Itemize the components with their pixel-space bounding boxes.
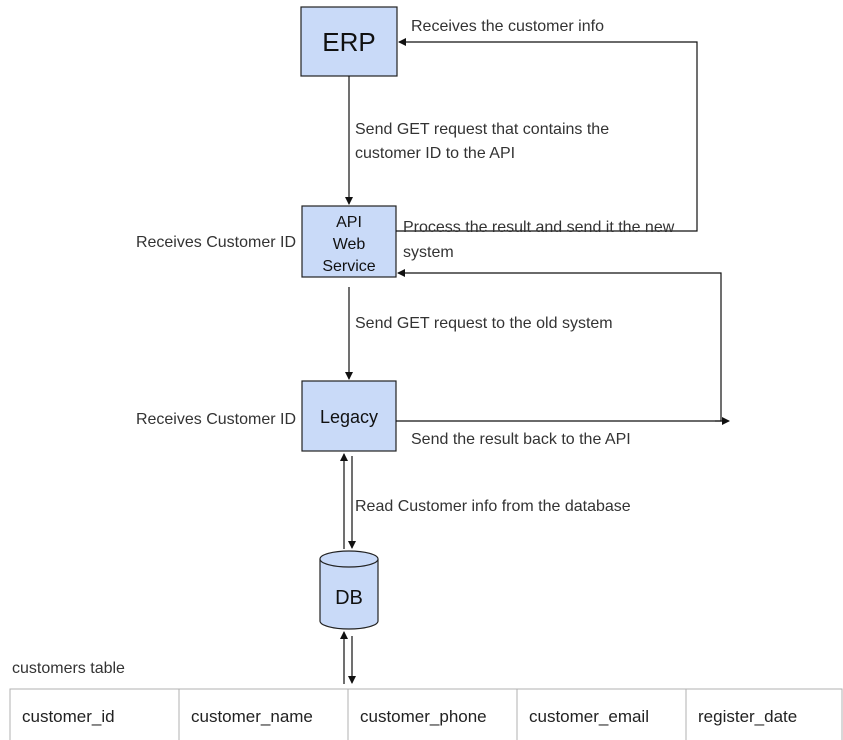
api-label-line1: API (336, 214, 362, 231)
legacy-to-api-arrow (396, 269, 722, 422)
db-cylinder (319, 550, 379, 630)
legacy-receives-customer-id-label: Receives Customer ID (136, 411, 296, 428)
send-get-request-label-2: customer ID to the API (355, 145, 515, 162)
process-result-label-1: Process the result and send it the new (403, 219, 675, 236)
legacy-label: Legacy (320, 407, 378, 427)
table-header-cell: customer_email (529, 707, 649, 726)
send-result-back-label: Send the result back to the API (411, 431, 631, 448)
customers-table: customer_id customer_name customer_phone… (9, 688, 843, 740)
table-header-cell: customer_id (22, 707, 115, 726)
table-outline (9, 688, 843, 740)
api-receives-customer-id-label: Receives Customer ID (136, 234, 296, 251)
db-label: DB (335, 587, 363, 609)
table-caption: customers table (12, 660, 125, 677)
api-web-service-node (301, 205, 397, 278)
process-result-label-2: system (403, 244, 454, 261)
table-header-cell: customer_name (191, 707, 313, 726)
legacy-node (301, 380, 397, 452)
api-to-erp-arrow (396, 38, 698, 232)
api-label-line2: Web (333, 236, 366, 253)
send-get-old-system-label: Send GET request to the old system (355, 315, 613, 332)
read-customer-info-label: Read Customer info from the database (355, 498, 631, 515)
send-get-request-label-1: Send GET request that contains the (355, 121, 609, 138)
receives-customer-info-label: Receives the customer info (411, 18, 604, 35)
table-header-cell: customer_phone (360, 707, 487, 726)
erp-label: ERP (322, 27, 375, 57)
table-header-cell: register_date (698, 707, 797, 726)
erp-node (300, 6, 398, 77)
api-label-line3: Service (322, 258, 375, 275)
